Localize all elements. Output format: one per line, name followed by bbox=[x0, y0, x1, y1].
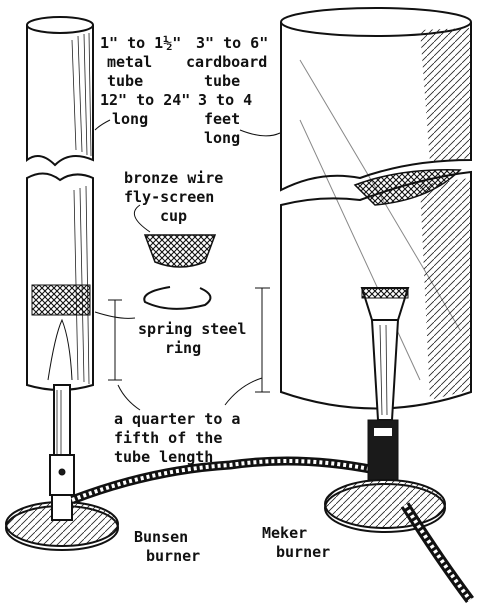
metal-tube-label-line: metal bbox=[107, 53, 152, 71]
ring-leader bbox=[94, 311, 136, 319]
installed-screen-cup bbox=[31, 284, 91, 316]
cardboard-lower-shading bbox=[420, 178, 470, 400]
metal-tube-shading bbox=[71, 32, 92, 157]
air-hole bbox=[58, 468, 66, 476]
spring-ring-label: spring steel ring bbox=[138, 320, 246, 357]
bunsen-stem bbox=[51, 494, 73, 521]
metal-tube bbox=[26, 16, 94, 391]
cardboard-tube-upper bbox=[280, 22, 472, 192]
cardboard-tube bbox=[280, 7, 472, 410]
length-bracket-left bbox=[108, 299, 122, 381]
meker-label-line: burner bbox=[276, 543, 330, 561]
meker-label: Meker burner bbox=[262, 524, 330, 561]
metal-tube-label-line: 1" to 1½" bbox=[100, 34, 181, 52]
metal-tube-label-line: 12" to 24" bbox=[100, 91, 190, 109]
spiral-seam bbox=[299, 59, 461, 381]
metal-tube-label: 1" to 1½" metal tube 12" to 24" long bbox=[100, 34, 190, 128]
bunsen-label: Bunsen burner bbox=[134, 528, 200, 565]
bunsen-label-line: Bunsen bbox=[134, 528, 188, 546]
spring-ring-label-line: ring bbox=[165, 339, 201, 357]
screen-cup-label: bronze wire fly-screen cup bbox=[124, 169, 223, 225]
quarter-length-label-line: fifth of the bbox=[114, 429, 222, 447]
metal-tube-upper bbox=[26, 25, 94, 167]
metal-tube-lower bbox=[26, 172, 94, 391]
metal-tube-leader bbox=[94, 119, 111, 131]
cardboard-upper-shading bbox=[420, 28, 470, 162]
quarter-leader-right bbox=[224, 377, 263, 406]
spring-ring-label-line: spring steel bbox=[138, 320, 246, 338]
cardboard-tube-label-line: tube bbox=[204, 72, 240, 90]
screen-cup-label-line: cup bbox=[160, 207, 187, 225]
cardboard-tube-label: 3" to 6" cardboard tube 3 to 4 feet long bbox=[186, 34, 268, 147]
cardboard-tube-label-line: long bbox=[204, 129, 240, 147]
cardboard-tube-label-line: feet bbox=[204, 110, 240, 128]
meker-hose-highlight bbox=[403, 503, 472, 602]
quarter-length-label-line: tube length bbox=[114, 448, 213, 466]
metal-tube-top-rim bbox=[26, 16, 94, 34]
screen-cup-label-line: fly-screen bbox=[124, 188, 214, 206]
quarter-length-label-line: a quarter to a bbox=[114, 410, 240, 428]
cardboard-tube-label-line: 3 to 4 bbox=[198, 91, 252, 109]
metal-tube-label-line: long bbox=[112, 110, 148, 128]
bunsen-label-line: burner bbox=[146, 547, 200, 565]
fly-screen-cup bbox=[143, 234, 217, 268]
meker-grid bbox=[361, 287, 409, 299]
length-bracket-right bbox=[255, 287, 270, 393]
cardboard-tube-leader bbox=[239, 129, 281, 137]
meker-barrel-shading bbox=[379, 324, 388, 416]
meker-burner bbox=[324, 287, 475, 603]
screen-cup-label-line: bronze wire bbox=[124, 169, 223, 187]
spring-ring-part bbox=[143, 286, 212, 310]
screen-cup-part bbox=[133, 204, 217, 268]
meker-collar-band bbox=[374, 428, 392, 436]
cardboard-tube-label-line: cardboard bbox=[186, 53, 267, 71]
spring-steel-ring bbox=[143, 286, 212, 310]
bunsen-burner bbox=[5, 384, 119, 551]
quarter-length-label: a quarter to a fifth of the tube length bbox=[114, 410, 240, 466]
quarter-leader-left bbox=[117, 384, 141, 411]
meker-label-line: Meker bbox=[262, 524, 307, 542]
meker-base-top bbox=[324, 479, 446, 529]
cup-leader-line bbox=[133, 204, 151, 233]
gas-hose-highlight bbox=[71, 459, 376, 502]
meker-barrel bbox=[370, 319, 400, 421]
cardboard-tube-label-line: 3" to 6" bbox=[196, 34, 268, 52]
metal-tube-label-line: tube bbox=[107, 72, 143, 90]
inner-flame-shape bbox=[47, 318, 73, 381]
